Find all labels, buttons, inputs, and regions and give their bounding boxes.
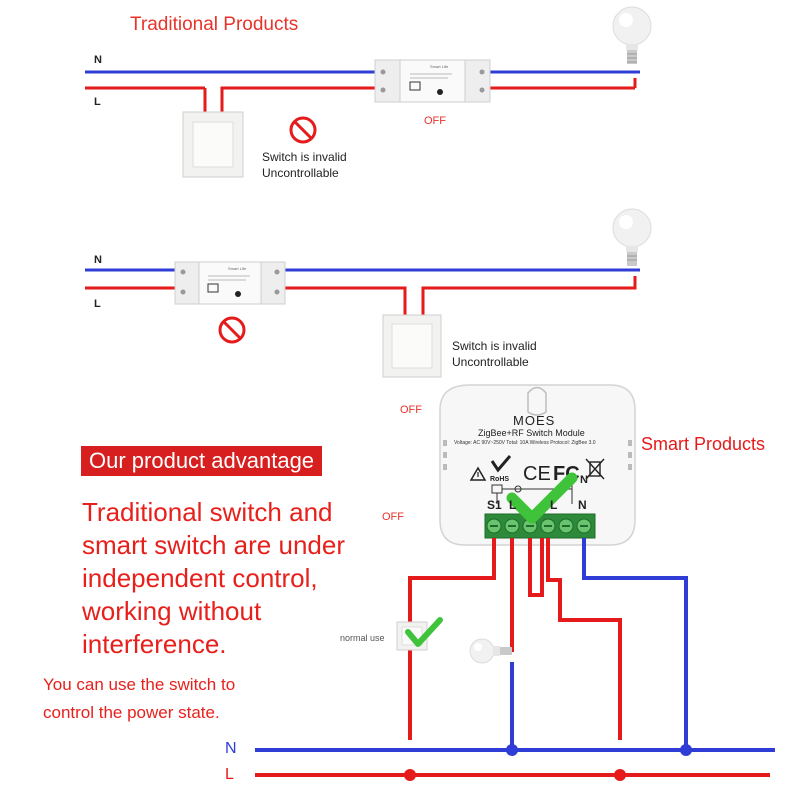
scene2-off-label: OFF xyxy=(400,404,422,416)
terminal-s1-label: S1 xyxy=(487,498,502,512)
ce-mark-icon: CE xyxy=(523,463,551,485)
bus-l-label: L xyxy=(225,766,234,783)
power-text: You can use the switch to control the po… xyxy=(43,671,235,727)
advantage-title: Our product advantage xyxy=(81,446,323,476)
module-name: ZigBee+RF Switch Module xyxy=(478,428,585,438)
rohs-icon: RoHS xyxy=(490,455,512,483)
scene2-relay-label: Smart Life xyxy=(228,266,247,271)
svg-text:RoHS: RoHS xyxy=(490,476,509,483)
module-brand: MOES xyxy=(513,413,556,428)
scene1-l-label: L xyxy=(94,96,101,108)
module-top-n: N xyxy=(580,474,588,486)
section-title: Traditional Products xyxy=(130,14,299,35)
scene2-note-line1: Switch is invalid xyxy=(452,339,537,353)
scene1-note: Switch is invalid Uncontrollable xyxy=(262,149,347,181)
live-in-wire xyxy=(546,538,622,740)
scene2-wall-switch xyxy=(382,314,442,378)
scene1-relay-label: Smart Life xyxy=(430,64,449,69)
normal-use-check-icon xyxy=(405,617,443,647)
normal-use-label: normal use xyxy=(340,633,385,643)
terminal-l2-label: L xyxy=(550,498,558,512)
scene2-relay-module: Smart Life xyxy=(174,261,286,305)
power-line: control the power state. xyxy=(43,703,220,722)
scene1-n-label: N xyxy=(94,54,102,66)
scene2-live-wire-lamp xyxy=(421,276,637,315)
scene2-prohibited-icon xyxy=(218,316,246,344)
scene3-off-label: OFF xyxy=(382,511,404,523)
scene2-l-label: L xyxy=(94,298,101,310)
advantage-line: independent control, xyxy=(82,563,318,593)
scene2-n-label: N xyxy=(94,254,102,266)
smart-products-label: Smart Products xyxy=(641,434,766,454)
smart-module: RoHS CE FC xyxy=(439,384,636,546)
scene1-prohibited-icon xyxy=(289,116,317,144)
scene3-bulb xyxy=(469,638,512,664)
weee-bin-icon xyxy=(585,458,605,480)
scene2-wiring xyxy=(85,268,640,315)
bus-n-label: N xyxy=(225,740,237,757)
scene2-bulb xyxy=(612,208,652,266)
advantage-line: smart switch are under xyxy=(82,530,345,560)
module-neutral-wire xyxy=(582,538,688,750)
module-check-icon xyxy=(506,472,578,524)
scene2-note: Switch is invalid Uncontrollable xyxy=(452,338,537,370)
scene1-relay-module: Smart Life xyxy=(374,59,491,103)
advantage-line: interference. xyxy=(82,629,227,659)
terminal-l1-label: L xyxy=(509,498,517,512)
scene3-wiring xyxy=(255,538,775,781)
scene1-bulb xyxy=(612,6,652,64)
scene2-live-wire-switch xyxy=(285,286,407,315)
advantage-text: Traditional switch and smart switch are … xyxy=(82,496,345,661)
scene1-wall-switch xyxy=(182,111,244,178)
terminal-n-label: N xyxy=(578,498,587,512)
module-specs: Voltage: AC 90V~250V Total: 10A Wireless… xyxy=(454,440,596,446)
scene1-live-wire-switch xyxy=(220,86,375,112)
scene1-note-line1: Switch is invalid xyxy=(262,150,347,164)
scene1-off-label: OFF xyxy=(424,115,446,127)
scene2-note-line2: Uncontrollable xyxy=(452,355,529,369)
power-line: You can use the switch to xyxy=(43,675,236,694)
scene1-note-line2: Uncontrollable xyxy=(262,166,339,180)
scene1-wiring xyxy=(85,70,640,112)
s1-wire xyxy=(408,538,496,622)
advantage-line: Traditional switch and xyxy=(82,497,333,527)
warning-icon xyxy=(469,466,487,481)
advantage-line: working without xyxy=(82,596,262,626)
